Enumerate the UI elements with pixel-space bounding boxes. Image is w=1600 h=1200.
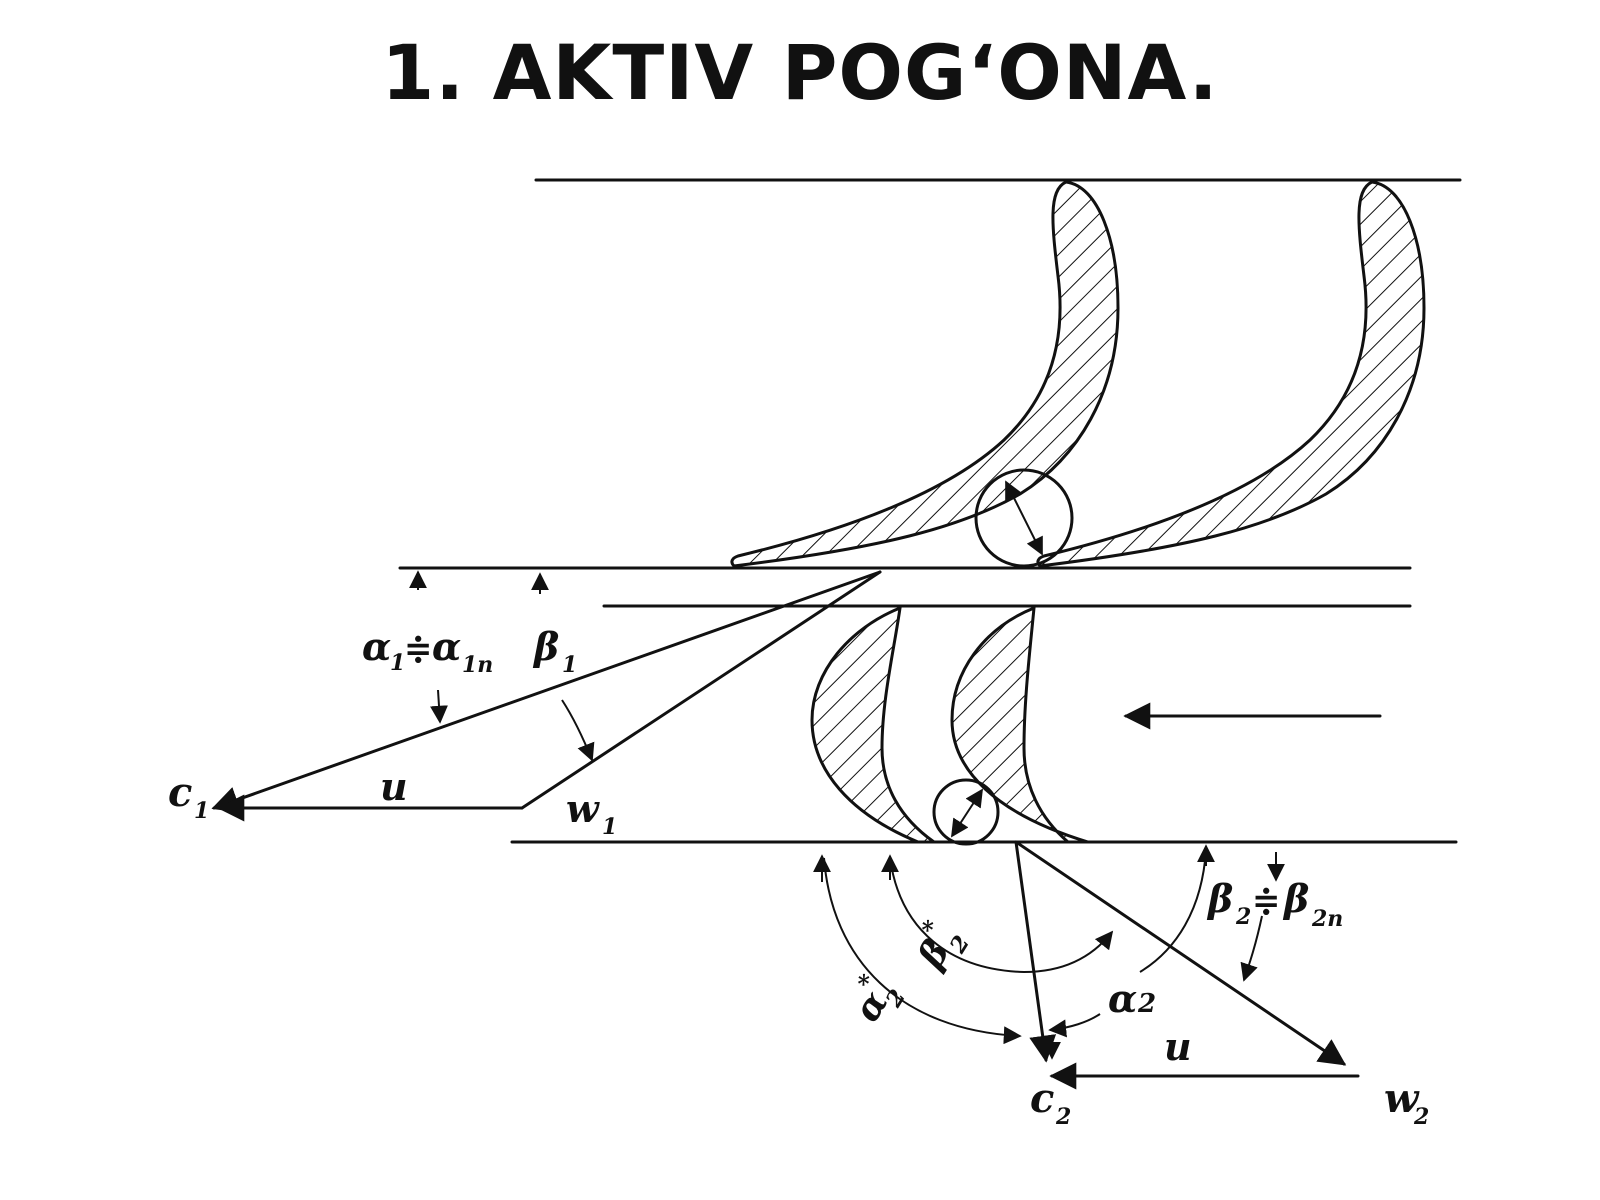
c1-vector — [211, 570, 882, 813]
nozzle-throat-arrow — [1005, 480, 1043, 556]
nozzle-blade-1 — [730, 180, 1120, 568]
w1-vector — [520, 570, 882, 810]
label-c2: c — [1030, 1075, 1054, 1122]
label-alpha1n-sub: 1n — [462, 652, 493, 678]
label-beta2n-sub: 2n — [1311, 906, 1343, 932]
beta1-arc — [561, 699, 595, 762]
rotor-blade-2 — [950, 605, 1089, 844]
label-w2-sub: 2 — [1413, 1104, 1429, 1130]
rotor-blade-1 — [810, 605, 939, 844]
label-alpha1: α — [362, 624, 391, 669]
label-w2: w — [1384, 1075, 1420, 1122]
w2-vector — [1014, 840, 1347, 1066]
label-alpha1n: α — [432, 624, 461, 669]
beta2star-arc — [889, 857, 1114, 974]
alpha1-tick-bottom — [430, 689, 448, 724]
label-alpha2: α — [1108, 976, 1137, 1021]
nozzle-throat-circle — [974, 468, 1074, 568]
alpha2star-arc — [823, 857, 1022, 1045]
label-alpha2-sub: 2 — [1137, 989, 1156, 1019]
label-c2-sub: 2 — [1055, 1104, 1071, 1130]
label-w1: w — [566, 786, 600, 831]
label-u-bottom: u — [1164, 1024, 1192, 1069]
label-approx2: ≑ — [1252, 881, 1281, 921]
label-u-top: u — [380, 764, 408, 809]
beta2-arc — [1139, 849, 1207, 973]
page-title: 1. AKTIV POG‘ONA. — [381, 28, 1219, 117]
label-beta2: β — [1206, 876, 1233, 921]
label-c1-sub: 1 — [194, 798, 209, 824]
label-beta1-sub: 1 — [562, 652, 577, 678]
label-alpha1-sub: 1 — [390, 650, 405, 676]
label-beta2n: β — [1282, 876, 1309, 921]
alpha2-arc — [1048, 1013, 1101, 1038]
label-w1-sub: 1 — [602, 814, 617, 840]
label-beta1: β — [532, 624, 559, 669]
rotor-throat-arrow — [951, 788, 983, 838]
label-beta2-sub: 2 — [1235, 904, 1251, 930]
rotor-throat-circle — [932, 778, 1000, 846]
label-c1: c — [168, 769, 192, 816]
c2-vector — [1014, 840, 1057, 1063]
beta2-lower-tick — [1240, 915, 1263, 982]
label-approx1: ≑ — [404, 629, 433, 669]
